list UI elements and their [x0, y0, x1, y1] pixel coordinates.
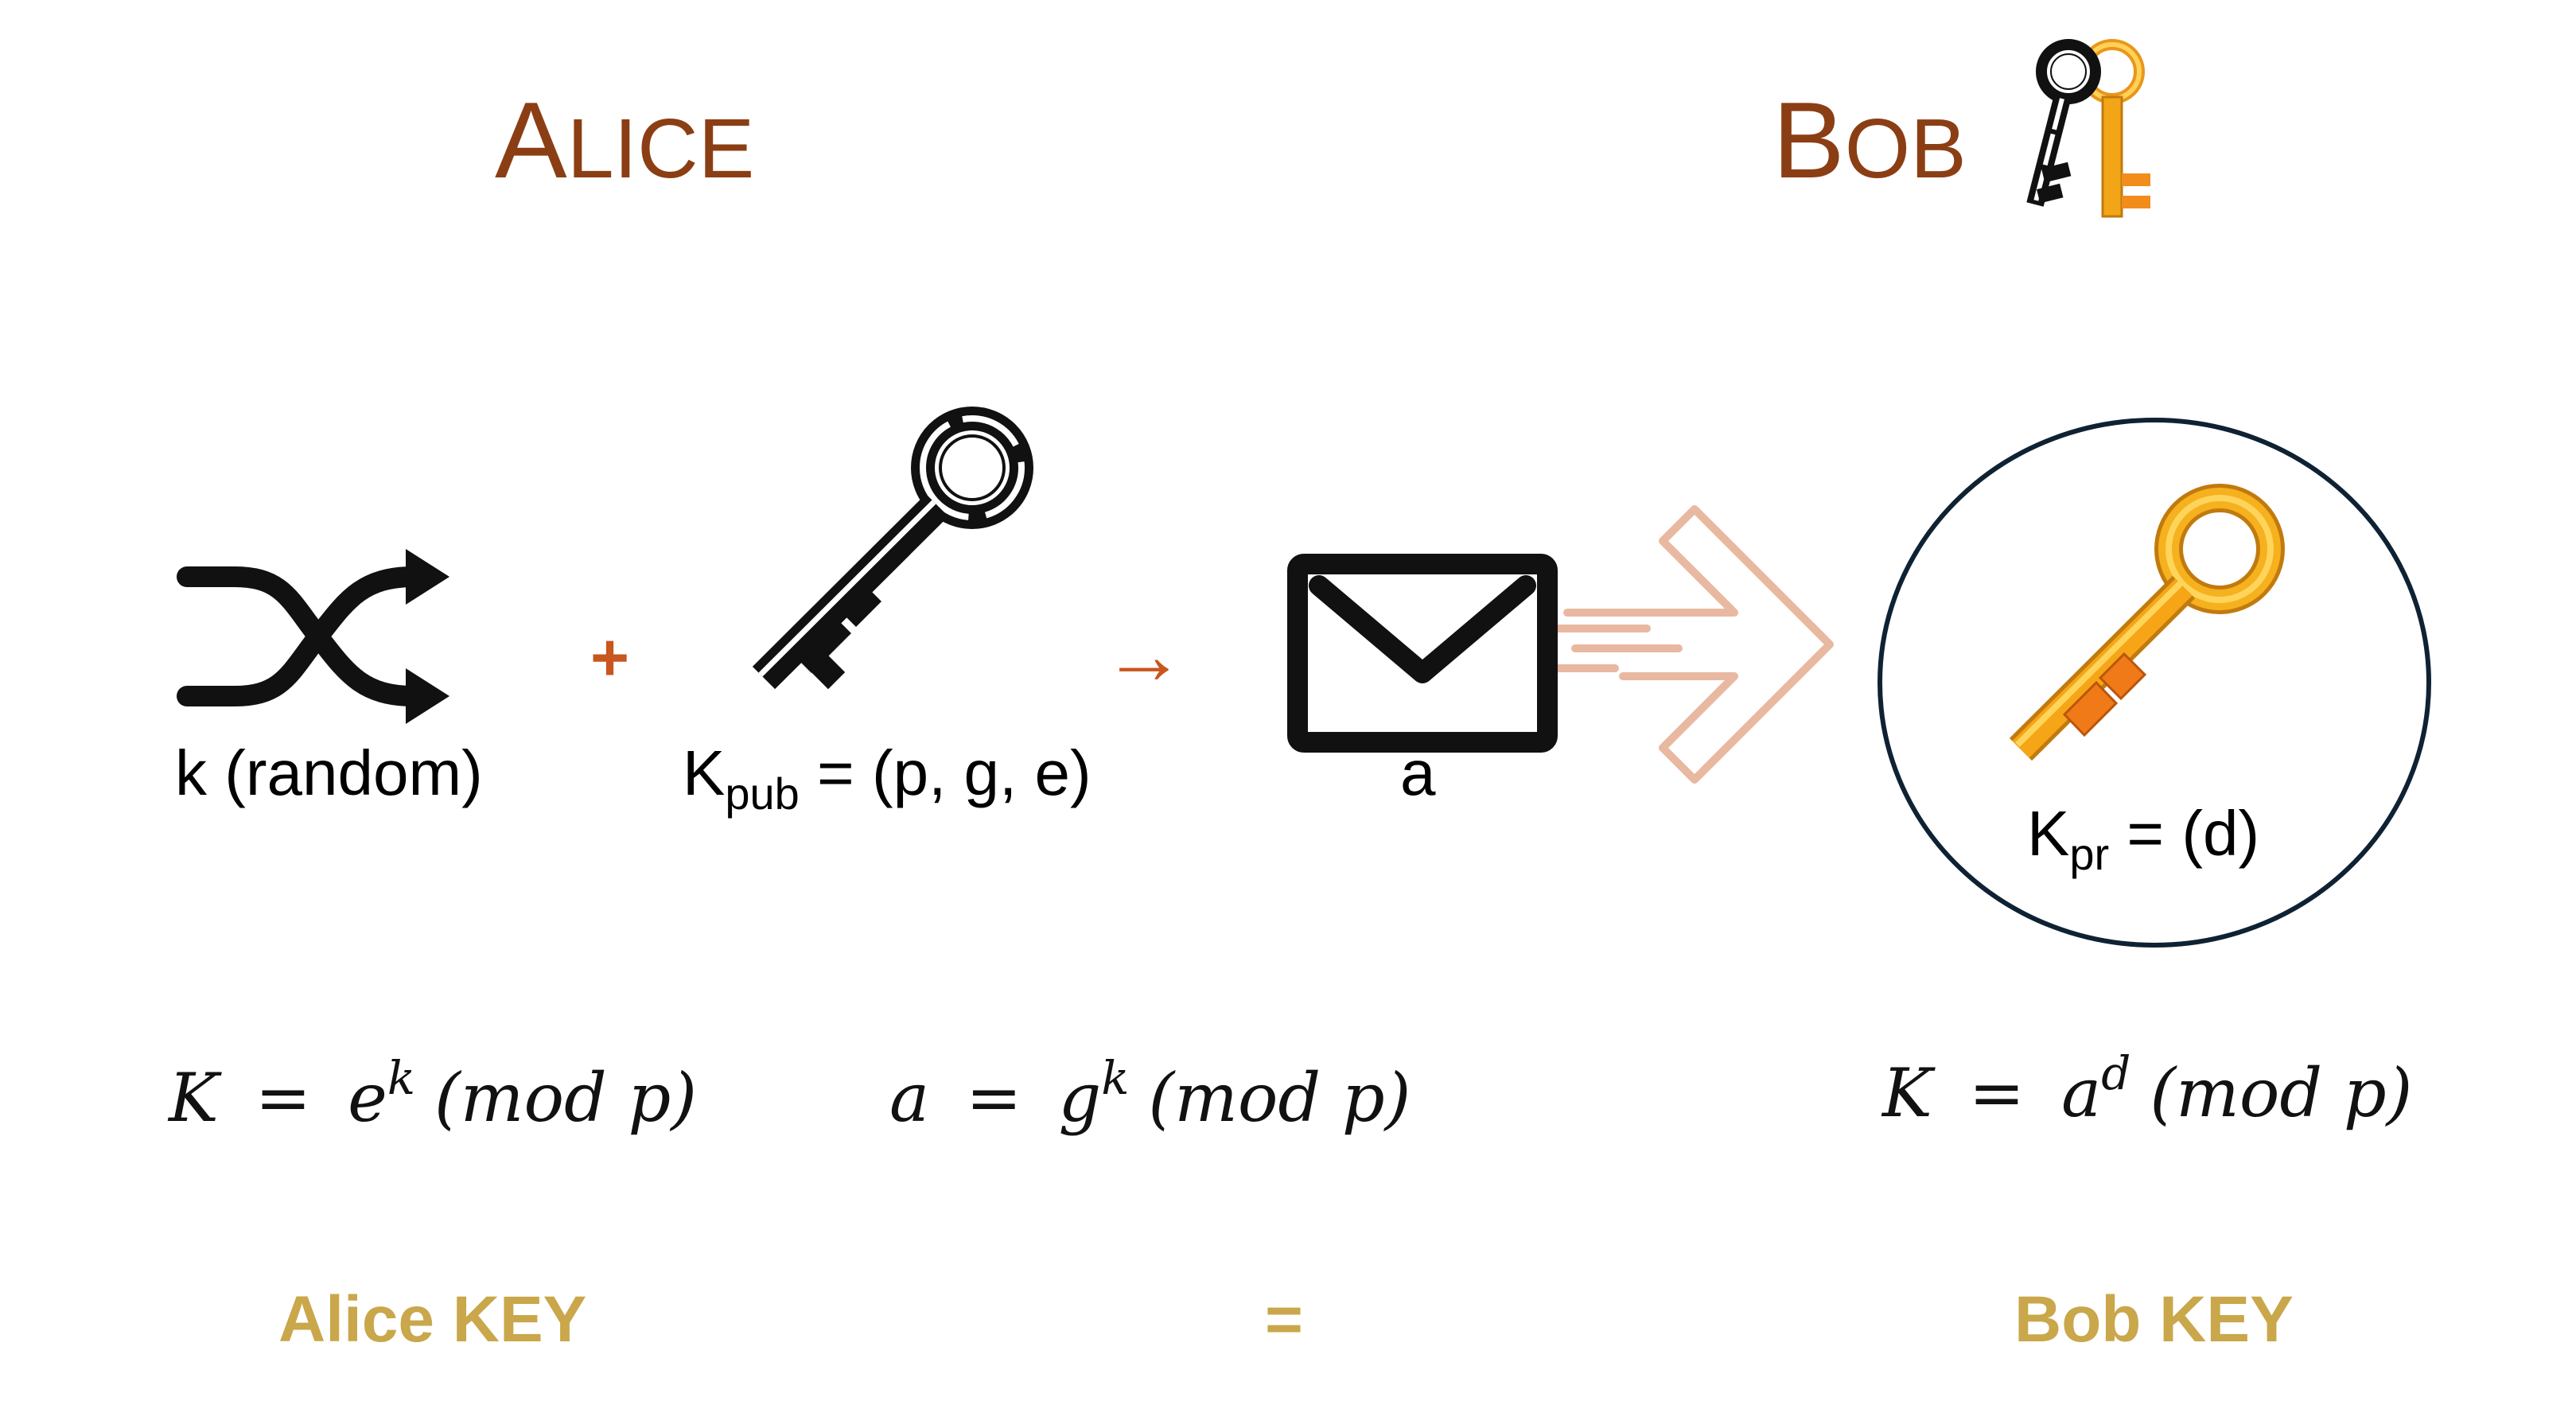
public-key-label-sub: pub: [725, 769, 800, 819]
bob-eq-equals: =: [1968, 1054, 2025, 1132]
key-pair-icon: [2026, 39, 2150, 218]
shuffle-icon: [177, 549, 449, 724]
message-eq-exp: k: [1101, 1051, 1130, 1105]
key-pair-gold-key: [2080, 39, 2150, 218]
message-eq-mod: (mod p): [1148, 1059, 1411, 1137]
alice-eq-lhs: K: [169, 1059, 219, 1137]
bob-key-equation: K=ad(mod p): [1882, 1050, 2412, 1127]
bob-eq-mod: (mod p): [2150, 1054, 2413, 1132]
bob-title-rest: OB: [1844, 102, 1967, 196]
arrow-operator: →: [1103, 609, 1185, 702]
alice-eq-base: e: [348, 1059, 387, 1137]
message-eq-lhs: a: [889, 1059, 930, 1137]
key-pair-black-key: [2026, 39, 2101, 207]
message-label: a: [1400, 737, 1436, 808]
alice-title: ALICE: [495, 86, 754, 194]
keys-equal-sign: =: [1265, 1283, 1303, 1356]
send-arrow-icon: [1523, 505, 1834, 784]
private-key-label-sub: pr: [2069, 829, 2110, 879]
plus-operator: +: [590, 620, 630, 695]
alice-key-equation: K=ek(mod p): [169, 1055, 697, 1131]
public-key-label-rest: = (p, g, e): [799, 737, 1091, 808]
public-key-label: Kpub = (p, g, e): [683, 741, 1091, 816]
private-key-label-rest: = (d): [2109, 798, 2260, 869]
private-key-label: Kpr = (d): [2027, 802, 2259, 877]
message-eq-base: g: [1058, 1059, 1102, 1137]
bob-key-label: Bob KEY: [2014, 1283, 2294, 1356]
private-key-label-base: K: [2027, 798, 2070, 869]
private-key-icon: [2009, 484, 2285, 761]
private-key-shape: [2009, 484, 2285, 761]
message-eq-equals: =: [966, 1059, 1022, 1137]
alice-eq-exp: k: [387, 1051, 416, 1105]
bob-eq-exp: d: [2101, 1046, 2131, 1100]
bob-title: BOB: [1772, 86, 1967, 194]
public-key-icon: [752, 407, 1033, 690]
alice-title-rest: LICE: [566, 102, 755, 196]
bob-eq-lhs: K: [1882, 1054, 1932, 1132]
envelope-icon: [1287, 554, 1558, 753]
alice-title-initial: A: [495, 80, 567, 200]
bob-title-initial: B: [1772, 80, 1845, 200]
public-key-label-base: K: [683, 737, 726, 808]
alice-eq-equals: =: [255, 1059, 312, 1137]
alice-key-label: Alice KEY: [278, 1283, 587, 1356]
alice-eq-mod: (mod p): [434, 1059, 698, 1137]
message-equation: a=gk(mod p): [889, 1055, 1411, 1131]
random-label: k (random): [175, 737, 483, 808]
private-key-circle: [1878, 418, 2431, 948]
bob-eq-base: a: [2061, 1054, 2102, 1132]
